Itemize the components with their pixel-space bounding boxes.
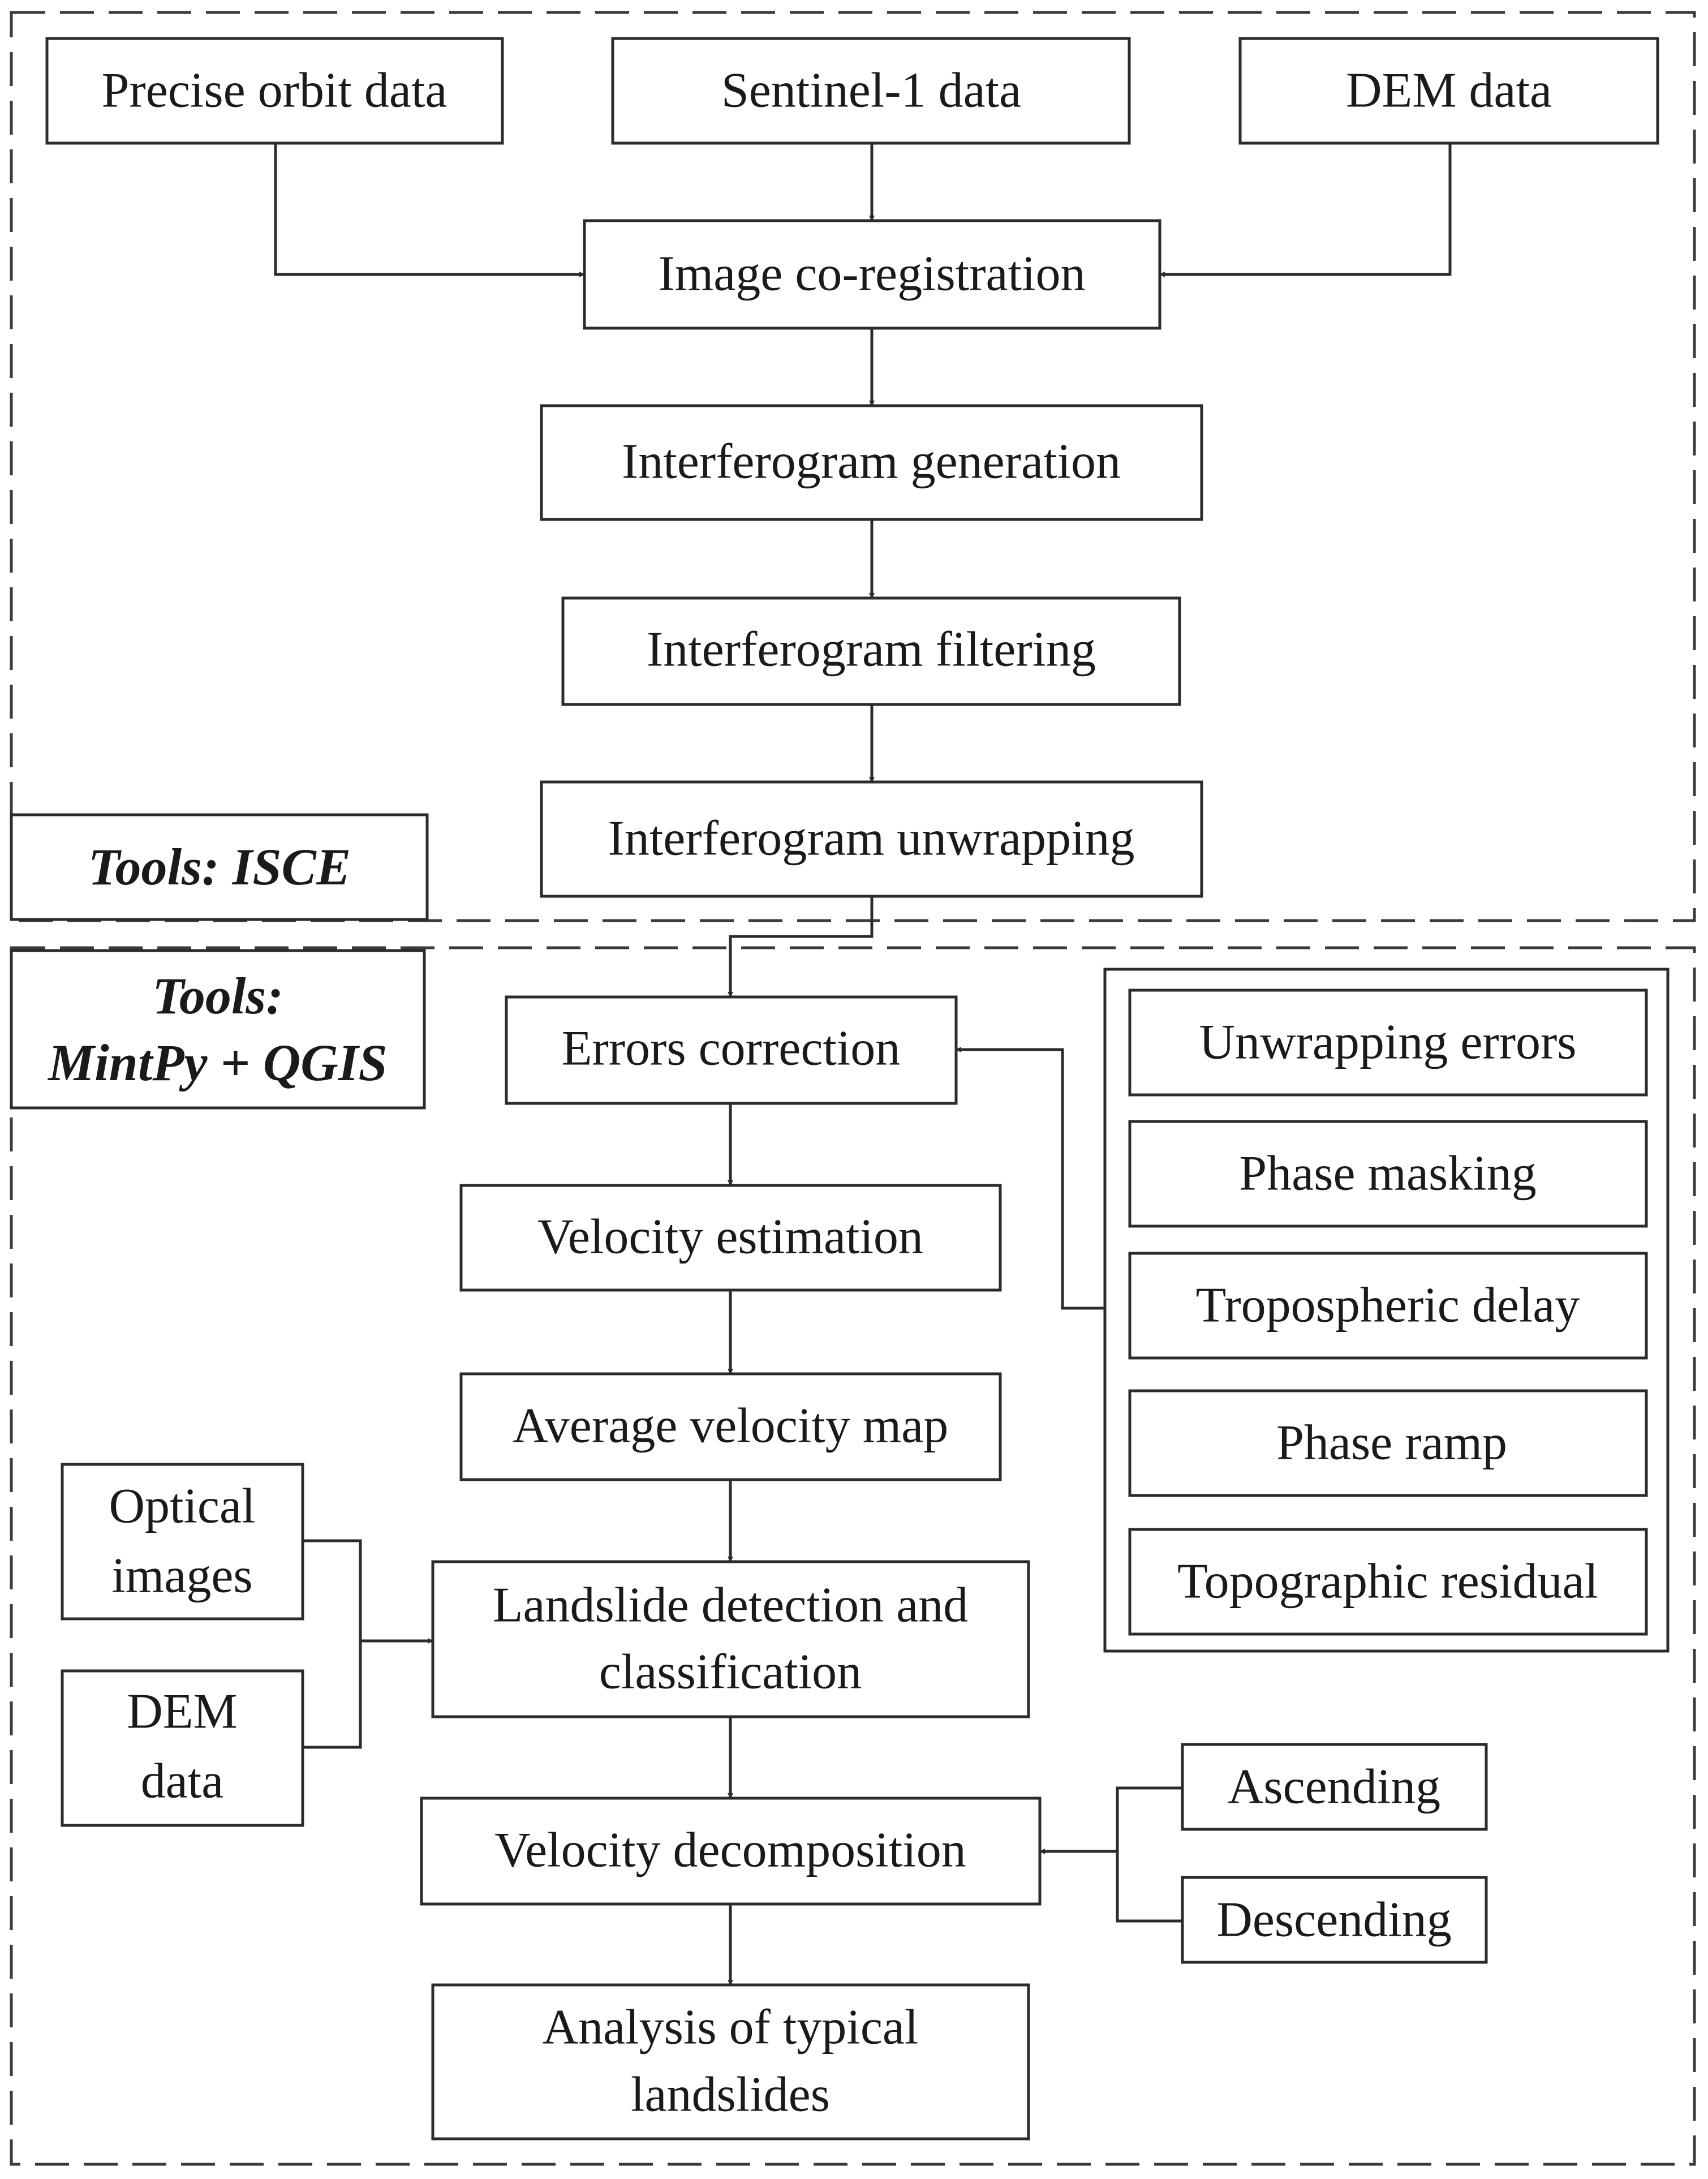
node-text: Interferogram filtering xyxy=(647,622,1096,677)
arrow-errors-group-to-correction xyxy=(956,1047,1105,1310)
bracket-optical-dem xyxy=(303,1539,362,1749)
node-image-coregistration: Image co-registration xyxy=(583,219,1161,330)
node-text: Phase ramp xyxy=(1276,1416,1507,1471)
node-text: Unwrapping errors xyxy=(1199,1015,1576,1070)
error-type-phase-masking: Phase masking xyxy=(1128,1120,1648,1228)
node-text-line2: classification xyxy=(599,1645,862,1700)
node-optical-images: Optical images xyxy=(61,1463,304,1621)
mintpy-tools-text-line2: MintPy + QGIS xyxy=(47,1034,387,1091)
error-type-topographic-residual: Topographic residual xyxy=(1128,1528,1648,1636)
mintpy-section-frame xyxy=(10,946,1696,2166)
error-types-group: Unwrapping errors Phase masking Troposph… xyxy=(1103,968,1670,1653)
error-type-phase-ramp: Phase ramp xyxy=(1128,1389,1648,1497)
node-text: DEM data xyxy=(1346,63,1552,118)
node-text: Sentinel-1 data xyxy=(721,63,1021,118)
node-text: Tropospheric delay xyxy=(1196,1278,1580,1333)
node-descending: Descending xyxy=(1181,1876,1488,1964)
arrow-dem-to-coregistration xyxy=(1159,143,1452,277)
node-dem-data-bottom: DEM data xyxy=(61,1669,304,1827)
isce-tools-label: Tools: ISCE xyxy=(10,813,429,921)
node-text-line2: images xyxy=(111,1549,252,1604)
node-text-line2: landslides xyxy=(631,2068,830,2122)
arrow-unwrapping-to-errors xyxy=(728,896,874,998)
bracket-ascending-descending xyxy=(1116,1786,1182,1923)
node-average-velocity-map: Average velocity map xyxy=(459,1372,1002,1481)
node-text: Phase masking xyxy=(1239,1146,1537,1201)
node-text: Errors correction xyxy=(562,1021,901,1076)
node-text-line1: DEM xyxy=(127,1684,238,1739)
error-type-tropospheric-delay: Tropospheric delay xyxy=(1128,1252,1648,1360)
node-text-line1: Optical xyxy=(109,1479,255,1534)
node-text: Ascending xyxy=(1228,1760,1440,1815)
node-sentinel1-data: Sentinel-1 data xyxy=(611,37,1131,145)
node-analysis-typical-landslides: Analysis of typical landslides xyxy=(431,1983,1030,2141)
node-precise-orbit-data: Precise orbit data xyxy=(45,37,504,145)
node-text: Velocity estimation xyxy=(537,1210,923,1265)
node-text-line1: Analysis of typical xyxy=(543,2000,919,2055)
node-interferogram-unwrapping: Interferogram unwrapping xyxy=(540,780,1203,898)
node-text: Average velocity map xyxy=(513,1399,948,1454)
isce-section-frame xyxy=(10,11,1696,922)
connectors xyxy=(274,143,1452,1985)
error-type-unwrapping-errors: Unwrapping errors xyxy=(1128,988,1648,1097)
node-velocity-decomposition: Velocity decomposition xyxy=(420,1797,1042,1906)
mintpy-tools-label: Tools: MintPy + QGIS xyxy=(10,949,426,1110)
node-interferogram-generation: Interferogram generation xyxy=(540,404,1203,521)
node-text: Interferogram unwrapping xyxy=(608,811,1135,866)
node-text: Descending xyxy=(1216,1893,1451,1948)
node-text: Precise orbit data xyxy=(102,63,448,118)
node-text: Velocity decomposition xyxy=(494,1823,966,1878)
node-text: Image co-registration xyxy=(658,247,1085,302)
node-ascending: Ascending xyxy=(1181,1743,1488,1831)
node-text: Topographic residual xyxy=(1177,1554,1598,1609)
node-interferogram-filtering: Interferogram filtering xyxy=(561,596,1181,706)
node-landslide-detection: Landslide detection and classification xyxy=(431,1560,1030,1718)
arrow-orbit-to-coregistration xyxy=(274,143,585,277)
node-text-line1: Landslide detection and xyxy=(493,1578,969,1633)
node-dem-data-top: DEM data xyxy=(1238,37,1659,145)
node-text-line2: data xyxy=(141,1754,224,1809)
isce-tools-text: Tools: ISCE xyxy=(88,838,351,896)
node-text: Interferogram generation xyxy=(622,435,1121,489)
node-errors-correction: Errors correction xyxy=(505,995,958,1105)
mintpy-tools-text-line1: Tools: xyxy=(152,967,283,1025)
node-velocity-estimation: Velocity estimation xyxy=(459,1184,1002,1292)
